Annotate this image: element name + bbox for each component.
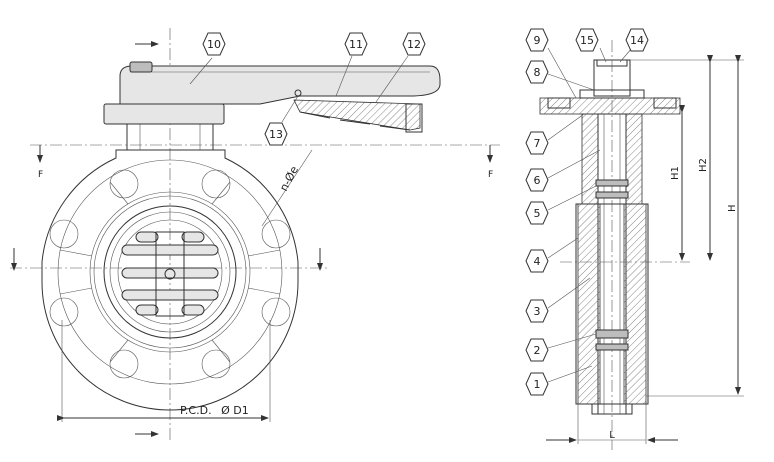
svg-text:11: 11: [349, 38, 363, 51]
callout-3: 3: [525, 277, 591, 323]
dimension-h2: H2: [698, 55, 713, 261]
front-view: F F P.C.D. Ø D1 n-Øe: [10, 28, 500, 440]
dimension-h1: H1: [670, 105, 685, 261]
bolt-count-label: n-: [277, 178, 294, 194]
svg-text:10: 10: [207, 38, 221, 51]
valve-disc: [121, 231, 219, 317]
body-right-wall: [623, 203, 647, 405]
svg-text:9: 9: [534, 34, 541, 47]
svg-text:4: 4: [534, 255, 541, 268]
callout-9: 9: [525, 28, 577, 99]
bolt-hole-annotation: n-Øe: [261, 149, 313, 227]
svg-text:n-Øe: n-Øe: [277, 164, 301, 194]
section-marker-right: F: [487, 145, 493, 180]
svg-text:L: L: [609, 430, 615, 441]
svg-text:1: 1: [534, 378, 541, 391]
pcd-label: P.C.D.: [180, 404, 212, 417]
pcd-diameter-symbol: Ø: [221, 404, 230, 417]
svg-text:5: 5: [534, 207, 541, 220]
pcd-dimension: P.C.D. Ø D1: [57, 320, 271, 422]
svg-text:H2: H2: [698, 158, 709, 172]
svg-text:3: 3: [534, 305, 541, 318]
callout-15: 15: [575, 28, 607, 63]
bolt-holes: [49, 169, 291, 379]
callout-14: 14: [619, 28, 649, 63]
svg-text:8: 8: [534, 66, 541, 79]
callout-5: 5: [525, 185, 597, 225]
svg-text:12: 12: [407, 38, 421, 51]
callout-7: 7: [525, 113, 585, 155]
svg-text:H: H: [727, 204, 738, 212]
callout-11: 11: [335, 32, 368, 97]
pcd-d1: D1: [233, 404, 248, 417]
svg-text:2: 2: [534, 344, 541, 357]
svg-text:7: 7: [534, 137, 541, 150]
callout-8: 8: [525, 60, 595, 91]
callout-13: 13: [264, 95, 299, 146]
side-view: H H2 H1 L 9 15: [525, 28, 744, 450]
valve-body: [41, 109, 299, 411]
svg-text:P.C.D. Ø D1: P.C.D. Ø D1: [180, 404, 249, 417]
svg-text:13: 13: [269, 128, 283, 141]
callout-1: 1: [525, 365, 593, 396]
section-marker-left: F: [37, 145, 43, 180]
handle-assembly: [103, 61, 441, 133]
callout-2: 2: [525, 333, 597, 362]
callout-6: 6: [525, 149, 601, 192]
svg-text:H1: H1: [670, 166, 681, 180]
svg-text:14: 14: [630, 34, 644, 47]
svg-text:6: 6: [534, 174, 541, 187]
top-flange: [539, 97, 681, 115]
callout-12: 12: [375, 32, 426, 103]
svg-text:F: F: [38, 170, 43, 180]
svg-text:F: F: [488, 170, 493, 180]
body-left-wall: [577, 203, 601, 405]
dimension-l: L: [546, 404, 678, 444]
dimension-h: H: [630, 55, 744, 397]
callout-10: 10: [189, 32, 226, 85]
callout-4: 4: [525, 237, 579, 273]
svg-text:15: 15: [580, 34, 594, 47]
